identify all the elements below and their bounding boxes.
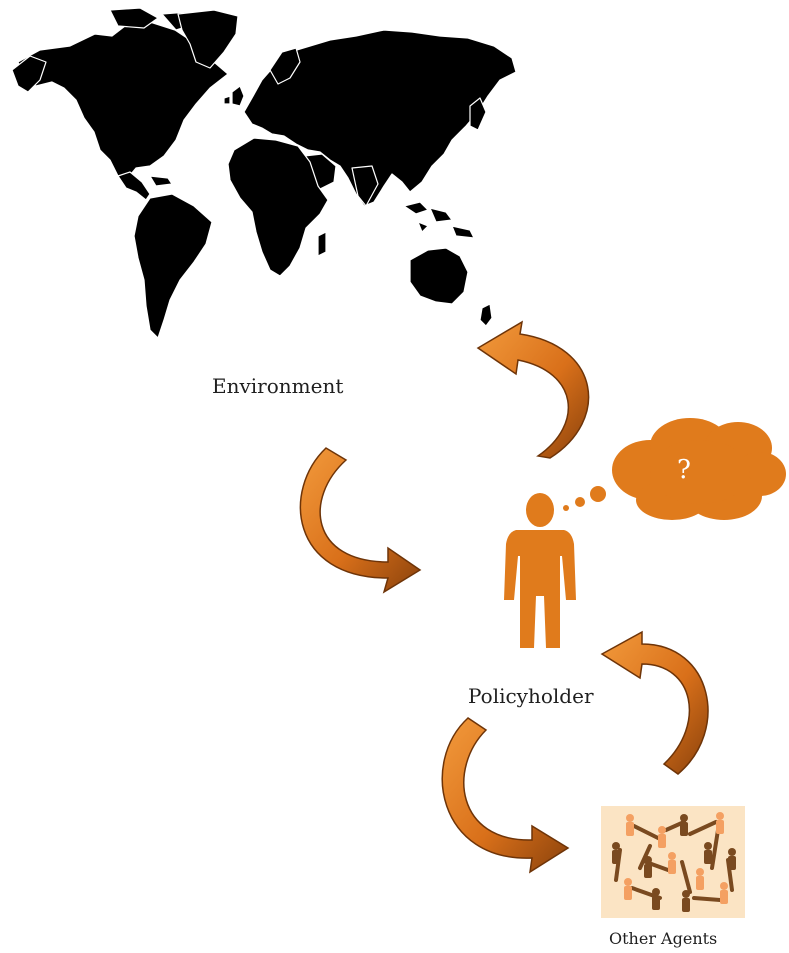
environment-label: Environment [212, 374, 344, 398]
thought-cloud [612, 418, 786, 520]
thought-dots [563, 486, 606, 511]
caribbean [149, 175, 173, 187]
new-zealand [479, 303, 493, 327]
scandinavia [269, 47, 301, 85]
south-america [133, 193, 213, 339]
other-agents-label: Other Agents [609, 929, 718, 948]
arrow-environment-to-policyholder [299, 447, 422, 594]
alaska [11, 55, 47, 93]
person-icon [504, 493, 576, 648]
madagascar [317, 231, 327, 257]
greenland [177, 9, 239, 69]
arrow-agents-to-policyholder [600, 630, 709, 775]
southeast-asia-islands [403, 201, 475, 239]
africa [227, 137, 329, 277]
uk-ireland [223, 85, 245, 107]
australia [409, 247, 469, 305]
india [351, 165, 379, 207]
eurasia [243, 29, 517, 207]
central-america [117, 171, 151, 201]
other-agents-network [601, 806, 745, 918]
arrow-policyholder-to-environment [476, 320, 590, 459]
world-map [11, 7, 517, 339]
arrow-policyholder-to-agents [441, 717, 570, 874]
policyholder-label: Policyholder [468, 684, 594, 708]
thought-question-mark: ? [677, 455, 691, 485]
japan [469, 97, 487, 131]
